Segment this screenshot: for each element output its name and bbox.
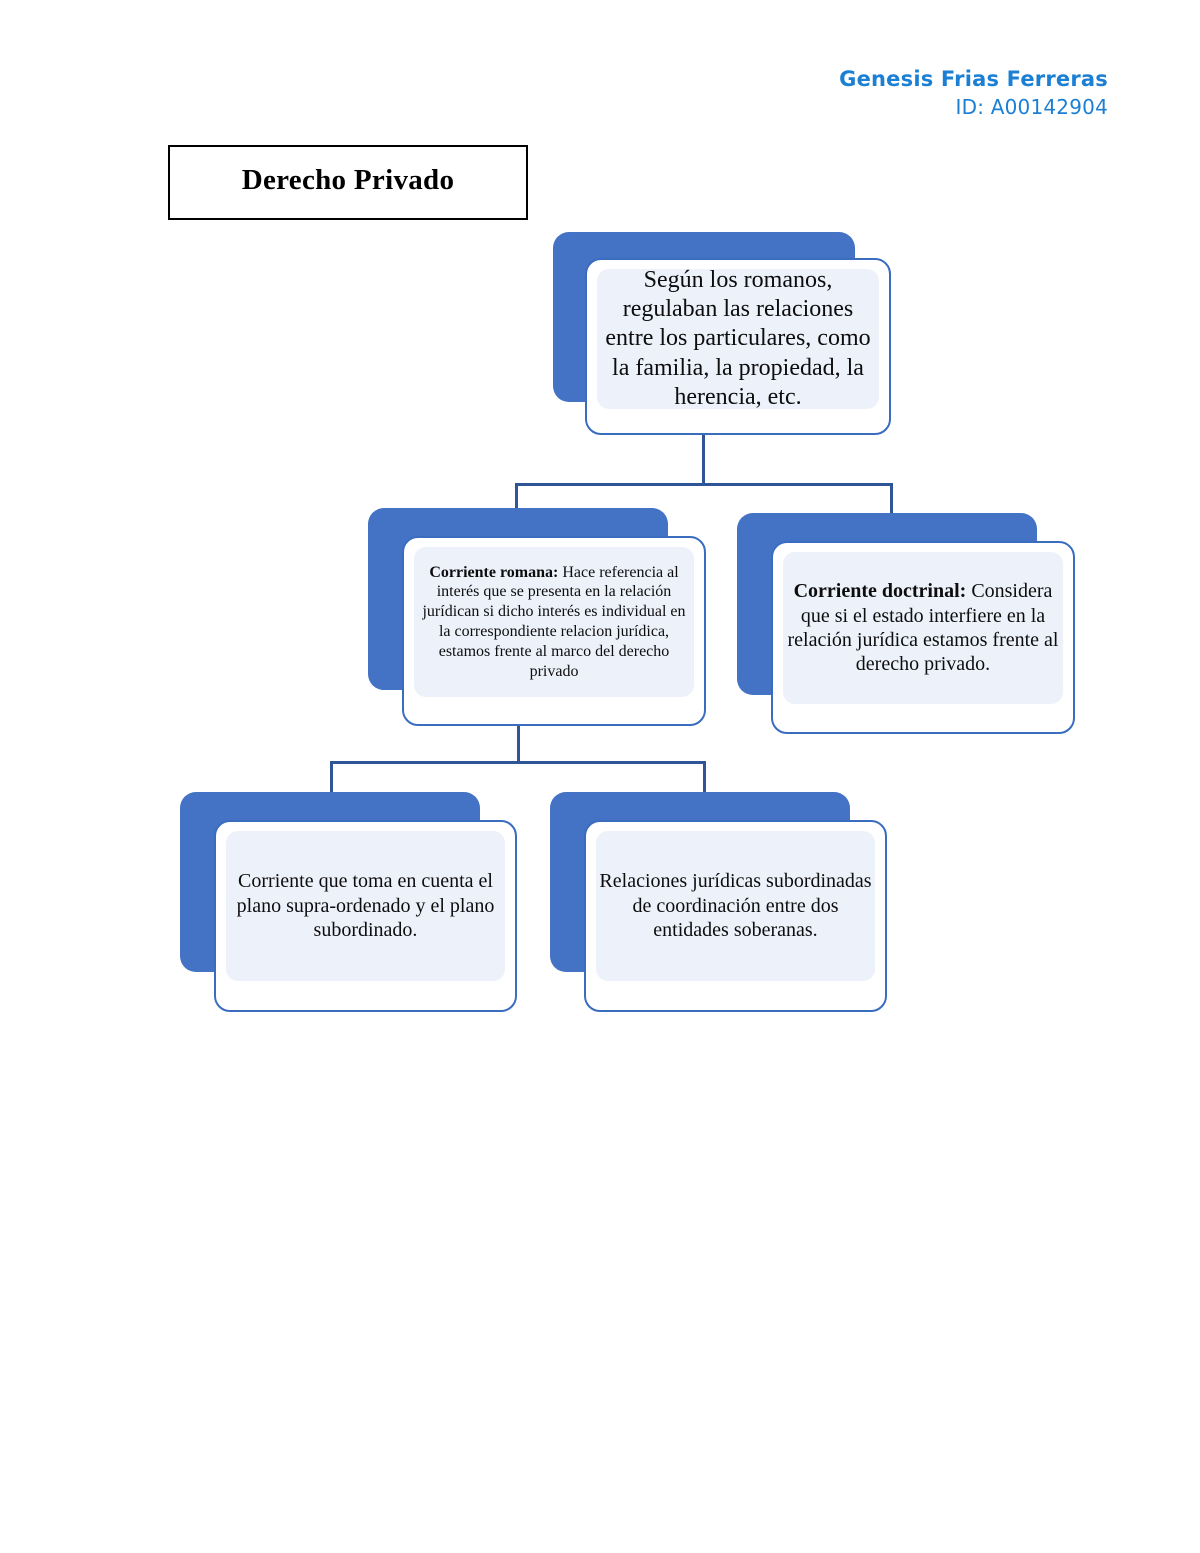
student-header: Genesis Frias Ferreras ID: A00142904 bbox=[839, 66, 1108, 120]
page-title: Derecho Privado bbox=[241, 164, 455, 196]
connector-level1-bar bbox=[515, 483, 893, 486]
node-corriente-romana-label: Corriente romana: bbox=[429, 563, 559, 581]
connector-to-corriente-doctrinal bbox=[890, 483, 893, 518]
node-relaciones-subordinadas[interactable]: Relaciones jurídicas subordinadas de coo… bbox=[550, 792, 890, 1014]
node-corriente-romana-fill: Corriente romana: Hace referencia al int… bbox=[414, 547, 694, 697]
node-plano-supra-ordenado-fill: Corriente que toma en cuenta el plano su… bbox=[226, 831, 505, 981]
node-corriente-doctrinal-fill: Corriente doctrinal: Considera que si el… bbox=[783, 552, 1063, 704]
node-corriente-romana[interactable]: Corriente romana: Hace referencia al int… bbox=[368, 508, 708, 728]
node-corriente-doctrinal-body: Considera que si el estado interfiere en… bbox=[787, 580, 1059, 676]
title-box: Derecho Privado bbox=[168, 145, 528, 220]
connector-to-relaciones-subordinadas bbox=[703, 761, 706, 793]
node-plano-supra-ordenado[interactable]: Corriente que toma en cuenta el plano su… bbox=[180, 792, 520, 1014]
node-corriente-doctrinal[interactable]: Corriente doctrinal: Considera que si el… bbox=[737, 513, 1082, 738]
student-id: ID: A00142904 bbox=[955, 94, 1108, 119]
node-relaciones-subordinadas-fill: Relaciones jurídicas subordinadas de coo… bbox=[596, 831, 875, 981]
node-corriente-romana-text: Corriente romana: Hace referencia al int… bbox=[414, 563, 694, 682]
node-corriente-doctrinal-label: Corriente doctrinal: bbox=[793, 580, 967, 603]
node-root[interactable]: Según los romanos, regulaban las relacio… bbox=[553, 232, 893, 437]
student-name: Genesis Frias Ferreras bbox=[839, 67, 1108, 91]
connector-to-plano-supra-ordenado bbox=[330, 761, 333, 793]
node-plano-supra-ordenado-text: Corriente que toma en cuenta el plano su… bbox=[236, 870, 495, 942]
connector-romana-trunk bbox=[517, 720, 520, 762]
connector-level2-bar bbox=[330, 761, 706, 764]
node-root-text: Según los romanos, regulaban las relacio… bbox=[605, 266, 871, 410]
node-root-fill: Según los romanos, regulaban las relacio… bbox=[597, 266, 879, 410]
node-relaciones-subordinadas-text: Relaciones jurídicas subordinadas de coo… bbox=[599, 870, 872, 942]
node-corriente-doctrinal-text: Corriente doctrinal: Considera que si el… bbox=[783, 579, 1063, 677]
node-corriente-romana-body: Hace referencia al interés que se presen… bbox=[422, 563, 686, 680]
connector-root-trunk bbox=[702, 434, 705, 484]
connector-to-corriente-romana bbox=[515, 483, 518, 518]
